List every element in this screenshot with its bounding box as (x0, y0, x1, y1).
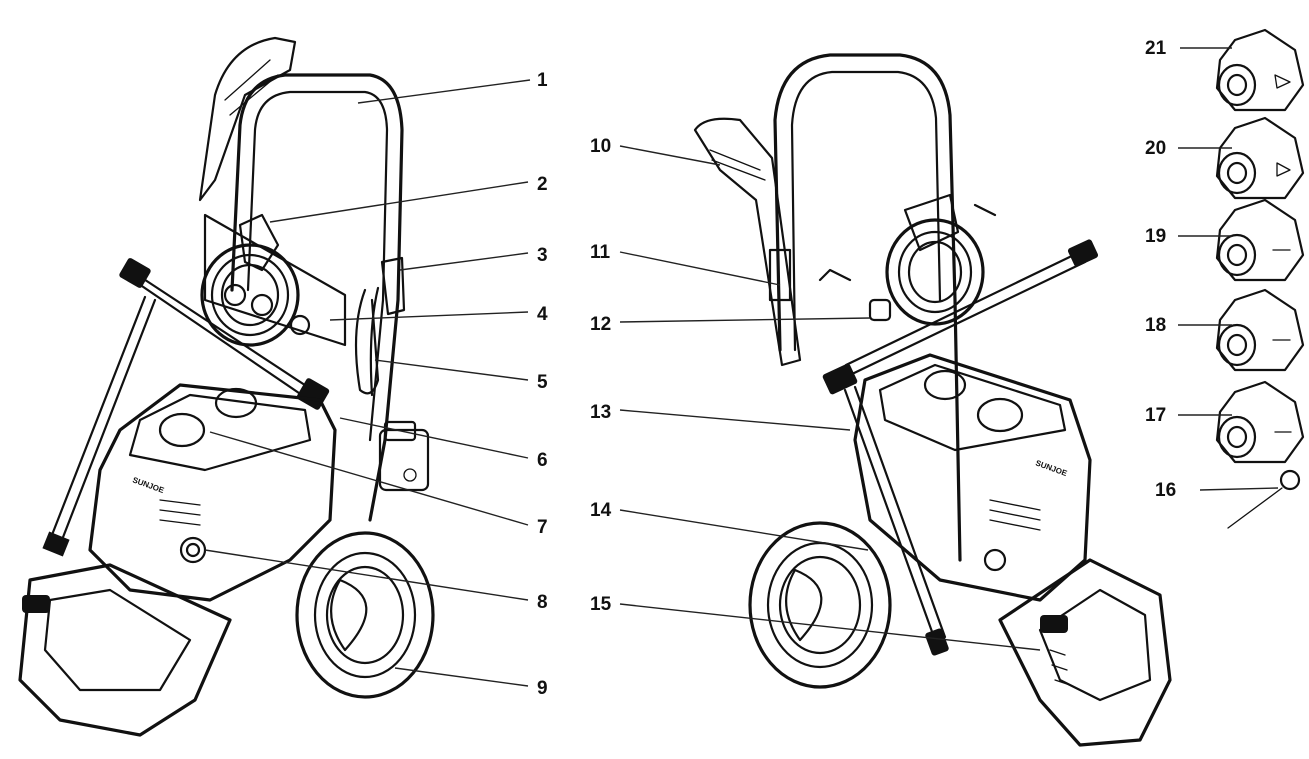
callout-4: 4 (537, 304, 548, 325)
nozzle-17 (1215, 380, 1305, 464)
cleaning-pin (1227, 469, 1301, 529)
nozzle-21 (1215, 28, 1305, 112)
callout-13: 13 (590, 402, 611, 423)
brand-logo: SUNJOE (131, 475, 166, 495)
callout-12: 12 (590, 314, 611, 335)
callout-5: 5 (537, 372, 548, 393)
spray-gun (198, 36, 297, 202)
callout-14: 14 (590, 500, 612, 521)
callout-15: 15 (590, 594, 612, 615)
callout-21: 21 (1145, 38, 1167, 59)
callout-16: 16 (1155, 480, 1176, 501)
brand-logo-rear: SUNJOE (1034, 458, 1069, 478)
callout-19: 19 (1145, 226, 1166, 247)
callout-9: 9 (537, 678, 548, 699)
leader-lines (204, 47, 1279, 687)
callout-17: 17 (1145, 405, 1166, 426)
nozzle-19 (1215, 198, 1305, 282)
motor-housing (88, 383, 337, 602)
callout-20: 20 (1145, 138, 1166, 159)
spray-wand (48, 295, 157, 547)
callout-8: 8 (537, 592, 548, 613)
base-tray (18, 563, 232, 737)
callout-7: 7 (537, 517, 548, 538)
callout-2: 2 (537, 174, 548, 195)
power-cord (354, 286, 380, 397)
washer-rear-view: SUNJOE (693, 53, 1172, 747)
callout-10: 10 (590, 136, 611, 157)
hose-reel (200, 243, 300, 347)
callout-3: 3 (537, 245, 548, 266)
nozzle-20 (1215, 116, 1305, 200)
washer-front-view: SUNJOE (18, 36, 435, 737)
callout-18: 18 (1145, 315, 1166, 336)
callout-labels: 1 2 3 4 5 6 7 8 9 10 11 12 13 14 15 16 1… (537, 38, 1176, 699)
nozzles-column (1215, 28, 1305, 529)
callout-6: 6 (537, 450, 548, 471)
callout-11: 11 (590, 242, 611, 263)
nozzle-18 (1215, 288, 1305, 372)
wheel (295, 531, 435, 699)
gfci-plug (378, 428, 430, 492)
handle-frame (230, 73, 404, 522)
callout-1: 1 (537, 70, 548, 91)
